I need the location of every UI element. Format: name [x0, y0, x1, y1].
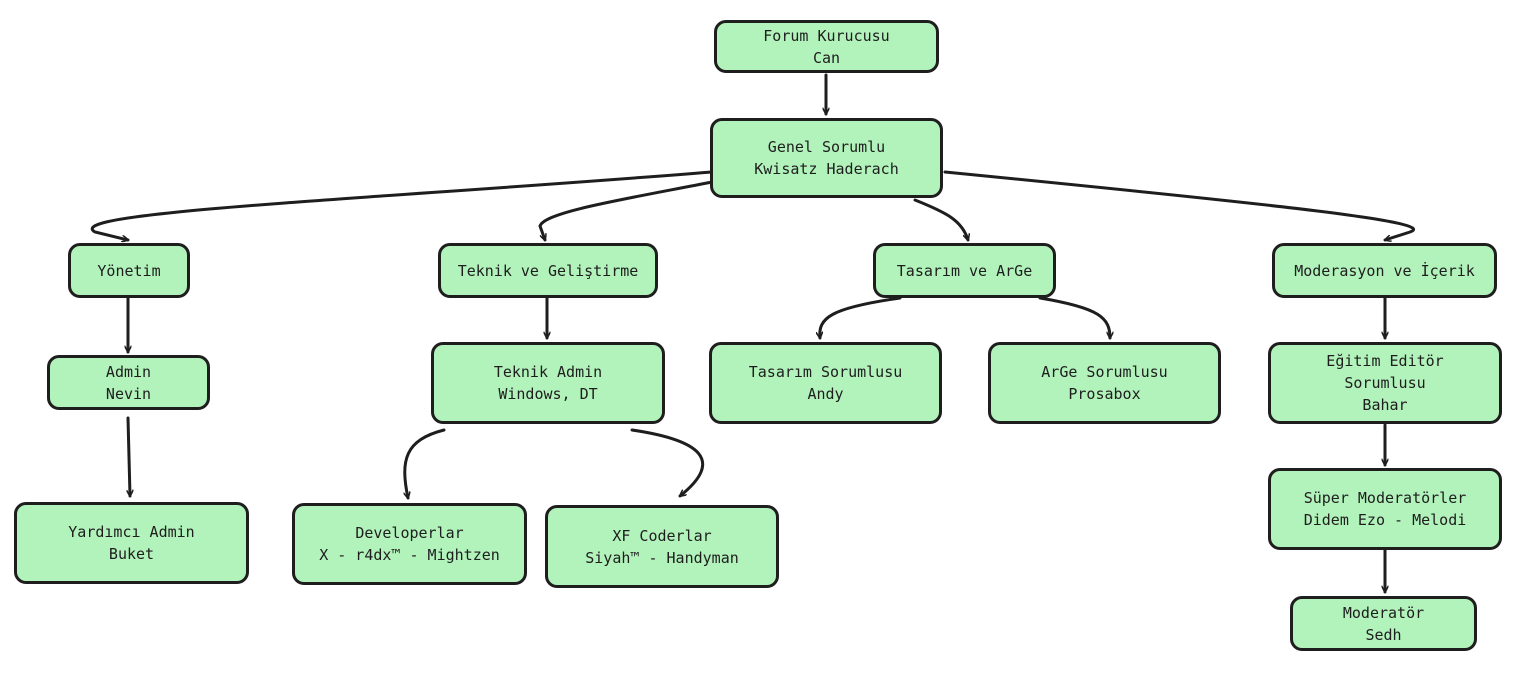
node-teknik-admin: Teknik Admin Windows, DT	[431, 342, 665, 424]
node-person: Nevin	[105, 384, 152, 403]
node-moderator: Moderatör Sedh	[1290, 596, 1477, 651]
node-person: Andy	[807, 385, 844, 403]
node-title: Yönetim	[97, 261, 161, 280]
node-moderasyon-icerik: Moderasyon ve İçerik	[1272, 243, 1497, 298]
node-title: Moderatör	[1342, 603, 1425, 622]
node-yonetim: Yönetim	[68, 243, 190, 298]
edge-tasarim-arge-to-tasarim-sorumlusu	[820, 296, 902, 340]
node-person: Sedh	[1365, 625, 1402, 644]
node-arge-sorumlusu: ArGe Sorumlusu Prosabox	[988, 342, 1221, 424]
node-forum-kurucusu: Forum Kurucusu Can	[714, 20, 939, 73]
node-title: Yardımcı Admin	[68, 523, 195, 541]
node-xf-coderlar: XF Coderlar Siyah™ - Handyman	[545, 505, 779, 588]
node-title: Tasarım ve ArGe	[896, 261, 1033, 280]
node-super-moderatorler: Süper Moderatörler Didem Ezo - Melodi	[1268, 468, 1502, 550]
node-title: ArGe Sorumlusu	[1041, 363, 1168, 381]
edge-admin-to-yardimci-admin	[128, 416, 130, 498]
edge-genel-sorumlu-to-moderasyon-icerik	[943, 170, 1416, 240]
edge-teknik-admin-to-xf-coderlar	[630, 428, 704, 496]
node-title: Eğitim Editör	[1326, 352, 1444, 370]
node-genel-sorumlu: Genel Sorumlu Kwisatz Haderach	[710, 118, 943, 198]
node-title: Moderasyon ve İçerik	[1294, 261, 1475, 280]
edge-genel-sorumlu-to-tasarim-arge	[913, 198, 968, 240]
node-title-continued: Sorumlusu	[1344, 374, 1426, 392]
node-person: Buket	[108, 545, 155, 563]
node-person: X - r4dx™ - Mightzen	[319, 546, 500, 564]
node-title: Teknik Admin	[493, 363, 603, 381]
node-person: Prosabox	[1068, 385, 1141, 403]
node-title: XF Coderlar	[612, 526, 712, 545]
node-title: Genel Sorumlu	[767, 138, 886, 156]
node-admin: Admin Nevin	[47, 355, 210, 410]
node-person: Siyah™ - Handyman	[585, 548, 739, 567]
node-tasarim-arge: Tasarım ve ArGe	[873, 243, 1056, 298]
node-person: Bahar	[1362, 396, 1408, 414]
node-title: Süper Moderatörler	[1303, 489, 1467, 507]
node-person: Kwisatz Haderach	[754, 160, 899, 178]
edge-tasarim-arge-to-arge-sorumlusu	[1038, 296, 1110, 340]
node-developerlar: Developerlar X - r4dx™ - Mightzen	[292, 503, 527, 585]
node-yardimci-admin: Yardımcı Admin Buket	[14, 502, 249, 584]
edge-genel-sorumlu-to-teknik-gelistirme	[538, 180, 714, 240]
edge-teknik-admin-to-developerlar	[405, 428, 446, 500]
node-title: Teknik ve Geliştirme	[457, 261, 639, 280]
node-title: Developerlar	[355, 524, 464, 542]
node-teknik-gelistirme: Teknik ve Geliştirme	[438, 243, 658, 298]
node-person: Didem Ezo - Melodi	[1303, 511, 1467, 529]
node-person: Can	[812, 48, 841, 67]
node-tasarim-sorumlusu: Tasarım Sorumlusu Andy	[709, 342, 942, 424]
edge-genel-sorumlu-to-yonetim	[90, 170, 714, 240]
node-title: Forum Kurucusu	[763, 26, 890, 45]
node-title: Admin	[105, 362, 152, 381]
node-person: Windows, DT	[498, 385, 598, 403]
node-title: Tasarım Sorumlusu	[748, 363, 903, 381]
node-egitim-editor: Eğitim Editör Sorumlusu Bahar	[1268, 342, 1502, 424]
